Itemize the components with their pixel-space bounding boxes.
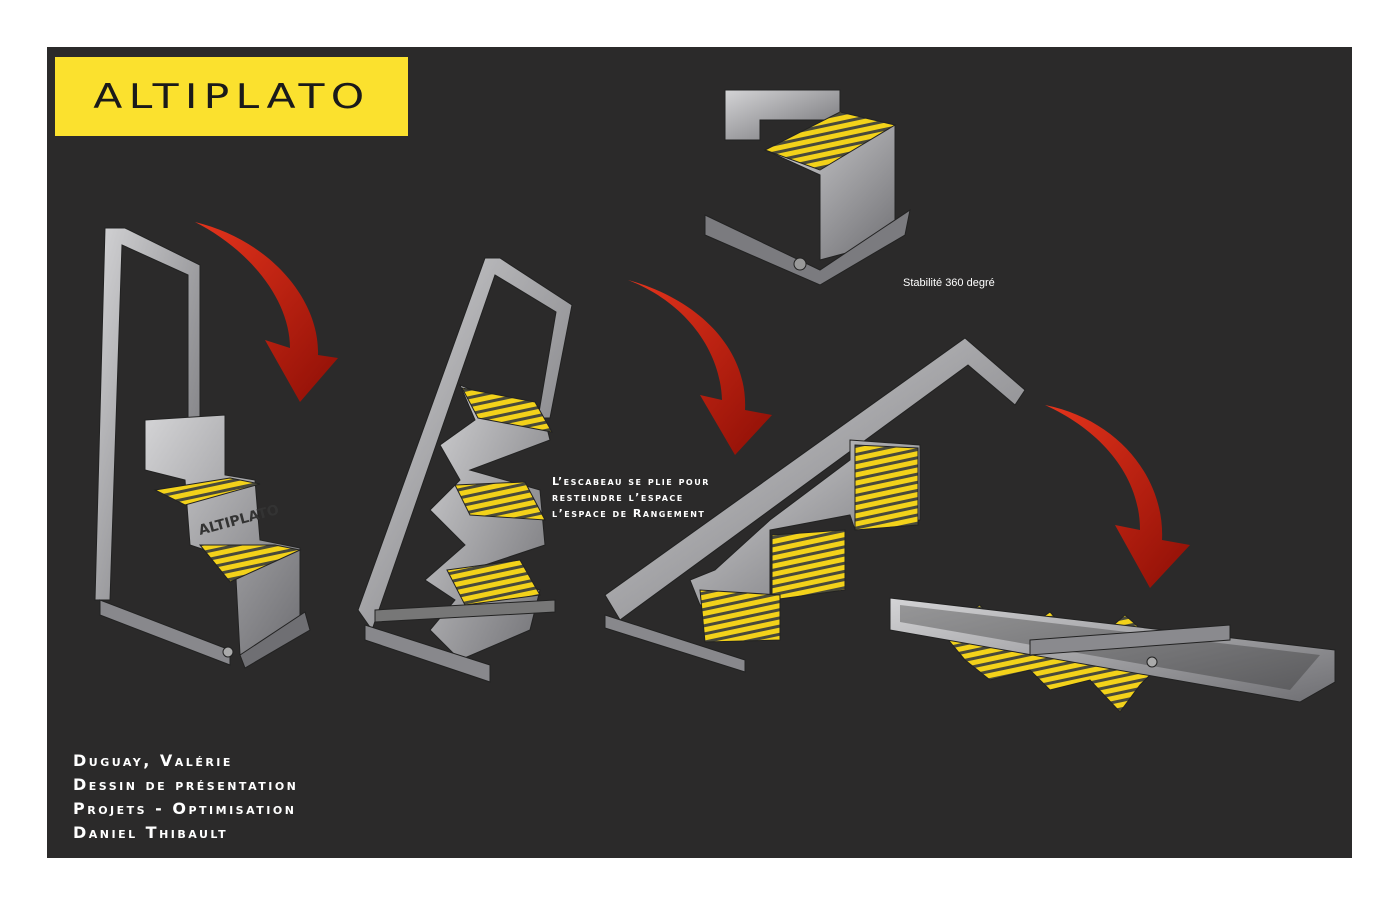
- brand-logo: ALTIPLATO: [55, 57, 408, 136]
- folding-note: L’escabeau se plie pour resteindre l’esp…: [552, 474, 710, 522]
- author-name: Duguay, Valérie: [73, 751, 233, 770]
- project-title: Projets - Optimisation: [73, 799, 297, 818]
- ladder-open: ALTIPLATO: [94, 227, 311, 669]
- brand-logo-text: ALTIPLATO: [92, 76, 371, 117]
- stability-detail: [704, 89, 911, 286]
- ladder-mostly-folded: [604, 337, 1026, 673]
- ladder-folded-flat: [889, 597, 1336, 713]
- credits-block: Duguay, Valérie Dessin de présentation P…: [73, 749, 298, 845]
- presentation-board: [47, 47, 1352, 858]
- fold-arrow-icon: [1045, 405, 1190, 588]
- ladder-half-folded: [357, 257, 573, 683]
- fold-arrow-icon: [628, 280, 772, 455]
- fold-arrow-icon: [195, 222, 338, 402]
- folding-note-line: resteindre l’espace: [552, 491, 684, 504]
- folding-note-line: l’espace de Rangement: [552, 507, 706, 520]
- folding-note-line: L’escabeau se plie pour: [552, 475, 710, 488]
- instructor-name: Daniel Thibault: [73, 823, 229, 842]
- stability-note: Stabilité 360 degré: [903, 277, 995, 289]
- course-title: Dessin de présentation: [73, 775, 299, 794]
